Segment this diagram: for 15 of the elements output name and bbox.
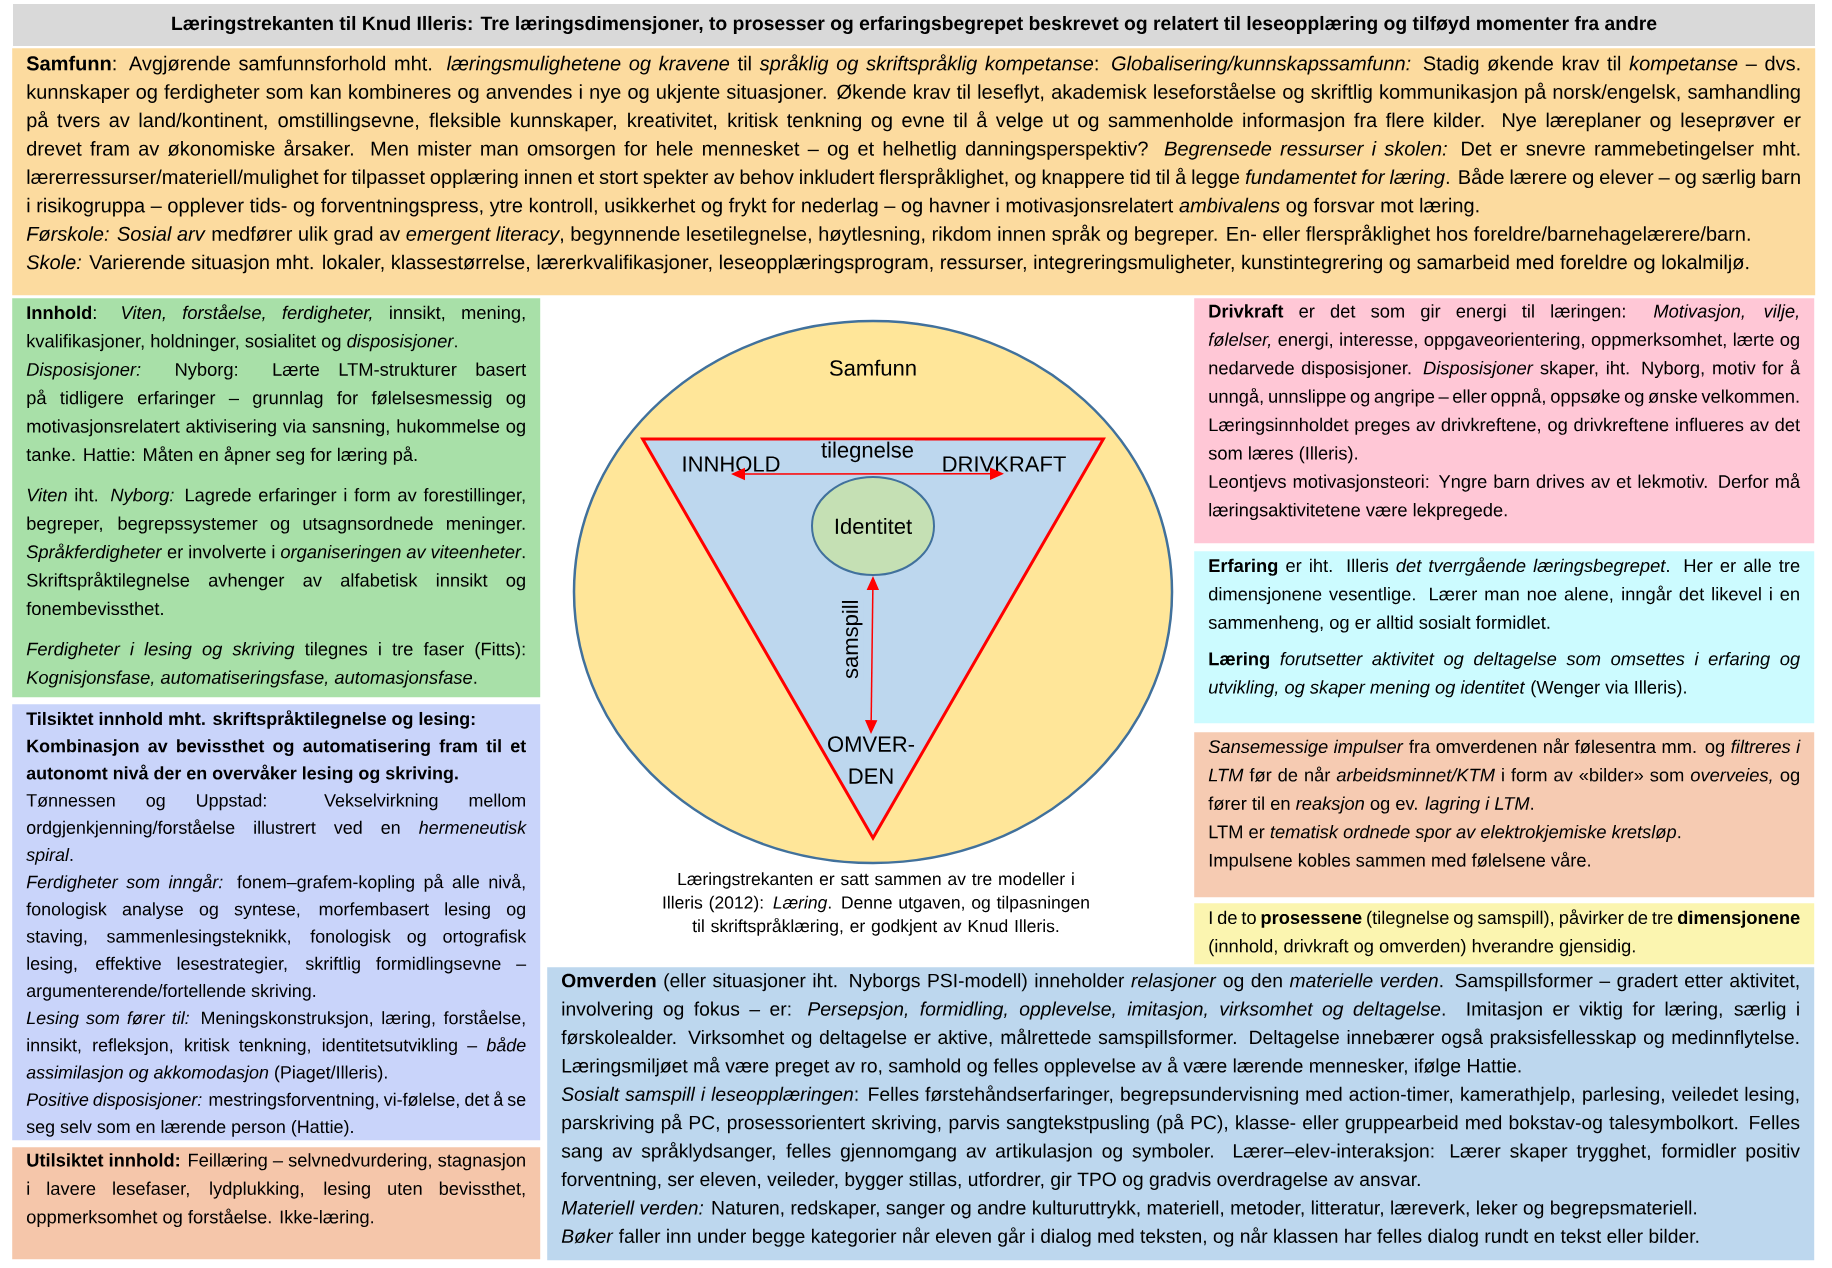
text-panel: Sansemessige impulser fra omverdenen når følesentra mm. og filtreres i LTM før de når arbeidsminnet/KTM i form av «bilder» som overveies, og fører til en reaksjon og ev. lagring i LTM. LTM er tematisk ordnede spor av elektrokjemiske kretsløp. Impulsene kobles sammen med følelsene våre. — [1194, 732, 1815, 898]
text-panel: Drivkraft er det som gir energi til læringen: Motivasjon, vilje, følelser, energi, interesse, oppgaveorientering, oppmerksomhet, lærte og nedarvede disposisjoner. Disposisjoner skaper, iht. Nyborg, motiv for å unngå, unnslippe og angripe – eller oppnå, oppsøke og ønske velkommen. Læringsinnholdet preges av drivkreftene, og drivkreftene influeres av det som læres (Illeris). Leontjevs motivasjonsteori: Yngre barn drives av et lekmotiv. Derfor må læringsaktivitetene være lekpregede. — [1194, 298, 1815, 544]
text-panel: Samfunn: Avgjørende samfunnsforhold mht. læringsmulighetene og kravene til språklig og skriftspråklig kompetanse: Globalisering/kunnskapssamfunn: Stadig økende krav til kompetanse – dvs. kunnskaper og ferdigheter som kan kombineres og anvendes i nye og ukjente situasjoner. Økende krav til leseflyt, akademisk leseforståelse og skriftlig kommunikasjon på norsk/engelsk, samhandling på tvers av land/kontinent, omstillingsevne, fleksible kunnskaper, kreativitet, kritisk tenkning og evne til å velge ut og sammenholde informasjon fra flere kilder. Nye læreplaner og leseprøver er drevet fram av økonomiske årsaker. Men mister man omsorgen for hele mennesket – og et helhetlig danningsperspektiv? Begrensede ressurser i skolen: Det er snevre rammebetingelser mht. lærerressurser/materiell/mulighet for tilpasset opplæring innen et stort spekter av behov inkludert flerspråklighet, og knappere tid til å legge fundamentet for læring. Både lærere og elever – og særlig barn i risikogruppa – opplever tids- og forventningspress, ytre kontroll, usikkerhet og frykt for nederlag – og havner i motivasjonsrelatert ambivalens og forsvar mot læring. Førskole: Sosial arv medfører ulik grad av emergent literacy, begynnende lesetilegnelse, høytlesning, rikdom innen språk og begreper. En- eller flerspråklighet hos foreldre/barnehagelærere/barn. Skole: Varierende situasjon mht. lokaler, klassestørrelse, lærerkvalifikasjoner, leseopplæringsprogram, ressurser, integreringsmuligheter, kunstintegrering og samarbeid med foreldre og lokalmiljø. — [12, 48, 1816, 296]
text-panel: Utilsiktet innhold: Feillæring – selvnedvurdering, stagnasjon i lavere lesefaser, lydplukking, lesing uten bevissthet, oppmerksomhet og forståelse. Ikke-læring. — [12, 1147, 541, 1260]
text-panel: Erfaring er iht. Illeris det tverrgående læringsbegrepet. Her er alle tre dimensjonene vesentlige. Lærer man noe alene, inngår det likevel i en sammenheng, og er alltid sosialt formidlet. Læring forutsetter aktivitet og deltagelse som omsettes i erfaring og utvikling, og skaper mening og identitet (Wenger via Illeris). — [1194, 551, 1815, 724]
text-panel: Innhold: Viten, forståelse, ferdigheter, innsikt, mening, kvalifikasjoner, holdninger, sosialitet og disposisjoner. Disposisjoner: Nyborg: Lærte LTM-strukturer basert på tidligere erfaringer – grunnlag for følelsesmessig og motivasjonsrelatert aktivisering via sansning, hukommelse og tanke. Hattie: Måten en åpner seg for læring på. Viten iht. Nyborg: Lagrede erfaringer i form av forestillinger, begreper, begrepssystemer og utsagnsordnede meninger. Språkferdigheter er involverte i organiseringen av viteenheter. Skriftspråktilegnelse avhenger av alfabetisk innsikt og fonembevissthet. Ferdigheter i lesing og skriving tilegnes i tre faser (Fitts): Kognisjonsfase, automatiseringsfase, automasjonsfase. — [12, 298, 541, 698]
text-panel: Tilsiktet innhold mht. skriftspråktilegnelse og lesing: Kombinasjon av bevissthet og automatisering fram til et autonomt nivå der en overvåker lesing og skriving. Tønnessen og Uppstad: Vekselvirkning mellom ordgjenkjenning/forståelse illustrert ved en hermeneutisk spiral. Ferdigheter som inngår: fonem–grafem-kopling på alle nivå, fonologisk analyse og syntese, morfembasert lesing og staving, sammenlesingsteknikk, fonologisk og ortografisk lesing, effektive lesestrategier, skriftlig formidlingsevne – argumenterende/fortellende skriving. Lesing som fører til: Meningskonstruksjon, læring, forståelse, innsikt, refleksjon, kritisk tenkning, identitetsutvikling – både assimilasjon og akkomodasjon (Piaget/Illeris). Positive disposisjoner: mestringsforventning, vi-følelse, det å se seg selv som en lærende person (Hattie). — [12, 704, 541, 1141]
text-panel: I de to prosessene (tilegnelse og samspill), påvirker de tre dimensjonene (innhold, drivkraft og omverden) hverandre gjensidig. — [1194, 903, 1815, 965]
corner-label: DRIVKRAFT — [943, 456, 1066, 472]
title-bar: Læringstrekanten til Knud Illeris: Tre læringsdimensjoner, to prosesser og erfaringsbegrepet beskrevet og relatert til leseopplæring og tilføyd momenter fra andre — [12, 3, 1816, 47]
corner-label: OMVER- DEN — [828, 736, 915, 784]
caption: Læringstrekanten er satt sammen av tre modeller i Illeris (2012): Læring. Denne utgaven, og tilpasningen til skriftspråklæring, er godkjent av Knud Illeris. — [663, 872, 1089, 936]
corner-label: INNHOLD — [683, 456, 780, 472]
text-panel: Omverden (eller situasjoner iht. Nyborgs PSI-modell) inneholder relasjoner og den materielle verden. Samspillsformer – gradert etter aktivitet, involvering og fokus – er: Persepsjon, formidling, opplevelse, imitasjon, virksomhet og deltagelse. Imitasjon er viktig for læring, særlig i førskolealder. Virksomhet og deltagelse er aktive, målrettede samspillsformer. Deltagelse innebærer også praksisfellesskap og medinnflytelse. Læringsmiljøet må være preget av ro, samhold og felles opplevelse av å være lærende mennesker, ifølge Hattie. Sosialt samspill i leseopplæringen: Felles førstehåndserfaringer, begrepsundervisning med action-timer, kamerathjelp, parlesing, veiledet lesing, parskriving på PC, prosessorientert skriving, parvis sangtekstpusling (på PC), klasse- eller gruppearbeid med bokstav-og talesymbolkort. Felles sang av språklydsanger, felles gjennomgang av artikulasjon og symboler. Lærer–elev-interaksjon: Lærer skaper trygghet, formidler positiv forventning, ser eleven, veileder, bygger stillas, utfordrer, gir TPO og gradvis overdragelse av ansvar. Materiell verden: Naturen, redskaper, sanger og andre kulturuttrykk, materiell, metoder, litteratur, læreverk, leker og begrepsmateriell. Bøker faller inn under begge kategorier når eleven går i dialog med teksten, og når klassen har felles dialog rundt en tekst eller bilder. — [547, 967, 1815, 1261]
edge-label: tilegnelse — [820, 440, 915, 464]
